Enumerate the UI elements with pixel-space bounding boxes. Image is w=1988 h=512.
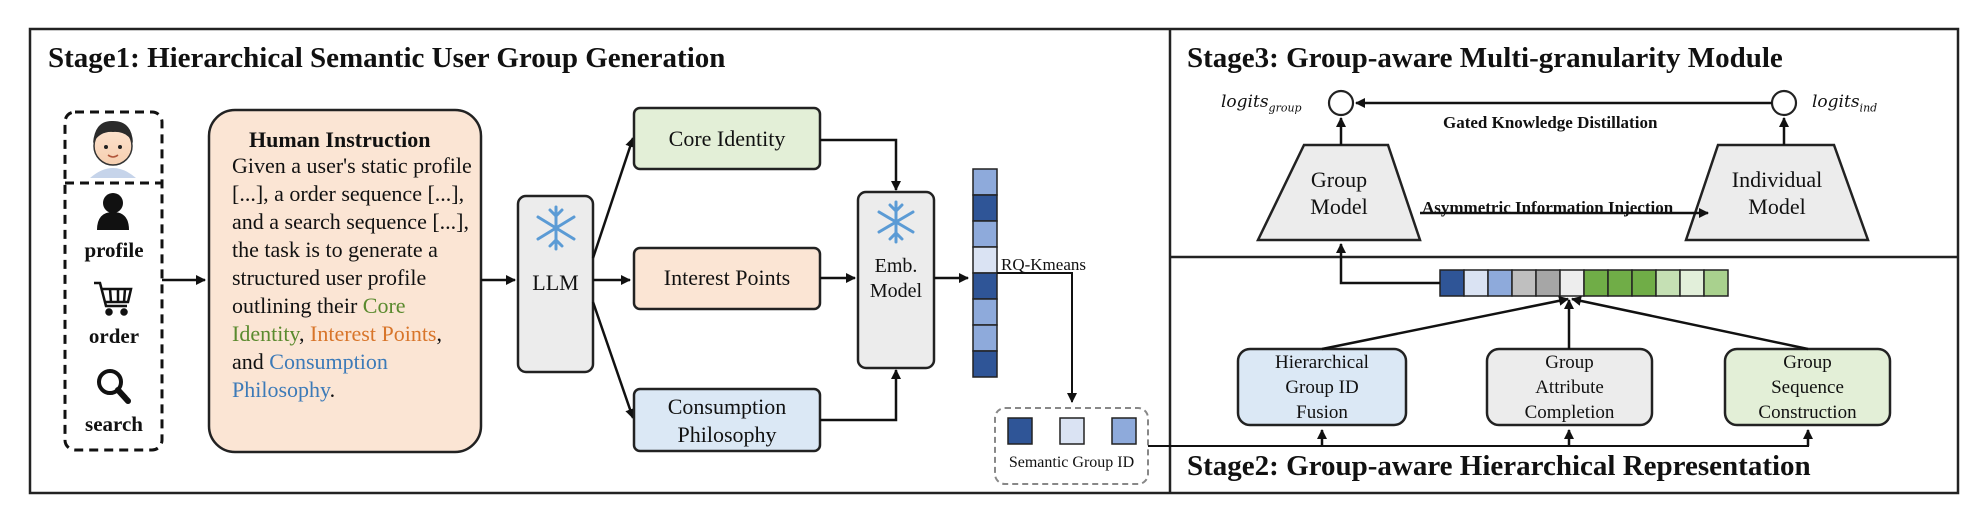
emb-label-1: Emb. [874, 255, 918, 277]
emb-model-box [856, 190, 936, 370]
semantic-group-id-label: Semantic Group ID [1008, 454, 1135, 471]
stage3-title: Stage3: Group-aware Multi-granularity Mo… [1187, 42, 1783, 74]
search-icon [97, 369, 131, 404]
core-identity-label: Core Identity [668, 126, 786, 151]
rq-kmeans-label: RQ-Kmeans [1001, 255, 1086, 274]
injection-label: Asymmetric Information Injection [1422, 198, 1674, 217]
profile-label: profile [84, 238, 144, 262]
group-model-box [1256, 143, 1422, 242]
seq-label-3: Construction [1758, 402, 1857, 423]
fusion-label-3: Fusion [1296, 402, 1348, 423]
fusion-label-2: Group ID [1285, 377, 1359, 398]
consumption-highlight: Consumption Philosophy [232, 349, 388, 402]
search-label: search [85, 412, 143, 436]
core-identity-highlight: Core Identity [232, 293, 406, 346]
attr-label-1: Group [1545, 352, 1594, 373]
seq-label-1: Group [1783, 352, 1832, 373]
cart-icon [94, 281, 133, 316]
ind-model-label-1: Individual [1731, 167, 1823, 192]
interest-points-label: Interest Points [663, 265, 791, 290]
group-model-label-2: Model [1310, 194, 1368, 219]
stage1-title: Stage1: Hierarchical Semantic User Group… [48, 42, 726, 74]
order-label: order [88, 324, 140, 348]
core-identity-box [632, 106, 822, 171]
embedding-vector [972, 168, 998, 378]
consumption-label-2: Philosophy [677, 422, 777, 447]
individual-model-box [1684, 143, 1870, 242]
avatar-icon [90, 120, 136, 178]
attr-label-2: Attribute [1535, 377, 1604, 398]
fusion-label-1: Hierarchical [1275, 352, 1369, 373]
instruction-title: Human Instruction [249, 127, 431, 152]
logits-group-label: logitsgroup [1221, 92, 1302, 115]
emb-label-2: Model [869, 280, 923, 302]
snowflake-icon [536, 205, 576, 251]
distillation-label: Gated Knowledge Distillation [1443, 113, 1658, 132]
ind-model-label-2: Model [1748, 194, 1806, 219]
interest-points-highlight: Interest Points [310, 321, 437, 346]
instruction-text: Given a user's static profile [...], a o… [232, 153, 472, 402]
profile-icon [97, 193, 129, 230]
group-representation-vector [1439, 269, 1729, 297]
input-panel [63, 110, 164, 452]
seq-label-2: Sequence [1771, 377, 1844, 398]
group-model-label-1: Group [1310, 167, 1368, 192]
llm-label: LLM [532, 270, 579, 295]
logits-group-node [1327, 89, 1355, 117]
consumption-label-1: Consumption [667, 394, 787, 419]
logits-ind-label: logitsind [1812, 92, 1878, 115]
stage2-title: Stage2: Group-aware Hierarchical Represe… [1187, 450, 1811, 482]
attr-label-3: Completion [1524, 402, 1615, 423]
outer-frame [28, 27, 1960, 495]
snowflake-icon [877, 200, 915, 244]
